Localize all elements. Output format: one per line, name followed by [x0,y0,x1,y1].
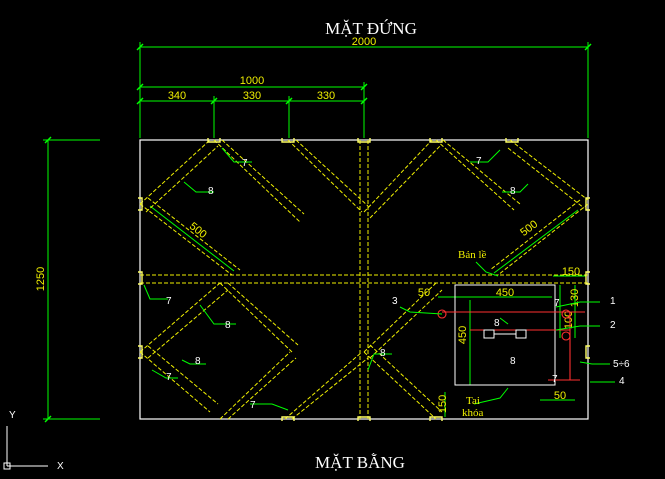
truss-members [139,139,589,420]
ucs-icon [3,426,48,470]
callout-7-low-left: 7 [166,372,172,383]
callout-7-top-left: 7 [242,158,248,169]
callout-8-bottom-mid: 8 [380,348,386,359]
callout-5-6: 5÷6 [613,359,630,370]
ucs-y-label: Y [9,410,16,421]
dim-50: 50 [418,287,430,299]
dimension-ticks [44,43,592,423]
callout-8-top-right: 8 [510,186,516,197]
dim-330-a: 330 [243,90,261,102]
frame-outline [139,139,589,420]
plan-title: MẶT BẰNG [315,453,405,472]
dim-150-bottom: 150 [437,395,449,413]
callout-8-door: 8 [494,318,500,329]
door-hardware [483,329,527,339]
dim-500-right: 500 [518,218,540,239]
dim-50-bottom: 50 [554,390,566,402]
callout-7-bottom: 7 [250,400,256,411]
callout-8-mid-left: 8 [225,320,231,331]
callout-2: 2 [610,320,616,331]
ucs-x-label: X [57,461,64,472]
leader-lines [143,147,615,411]
callout-7-door: 7 [554,298,560,309]
callout-8-door-bottom: 8 [510,356,516,367]
dim-340: 340 [168,90,186,102]
dim-450-vertical: 450 [457,326,469,344]
dim-450-horizontal: 450 [496,287,514,299]
dim-100: 100 [563,311,575,329]
connection-plates [138,138,590,421]
callout-7-door-bottom: 7 [552,374,558,385]
callout-7-mid-left: 7 [166,296,172,307]
callout-8-top-left: 8 [208,186,214,197]
callout-8-low-left: 8 [195,356,201,367]
label-ban-le: Bản lề [458,249,487,261]
door-panel [454,284,556,386]
dimension-lines [43,42,589,420]
callout-4: 4 [619,376,625,387]
dim-1000: 1000 [240,75,264,87]
label-tai: Tai [466,395,480,407]
elevation-title: MẶT ĐỨNG [325,19,417,38]
label-khoa: khóa [462,407,484,419]
dim-2000: 2000 [352,36,376,48]
callout-7-top-right: 7 [476,156,482,167]
dim-330-b: 330 [317,90,335,102]
callout-1: 1 [610,296,616,307]
dim-500-left: 500 [187,220,209,241]
dim-1250: 1250 [35,267,47,291]
callout-3: 3 [392,296,398,307]
dim-150-top: 150 [562,266,580,278]
